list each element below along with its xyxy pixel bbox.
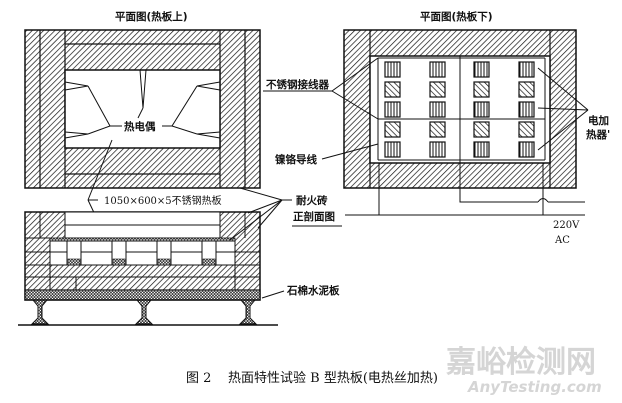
nichrome-wire-label: 镍铬导线 [275,153,317,166]
ceramic-block [473,121,490,138]
heater-coil [384,141,401,158]
plan-view-bottom: 平面图(热板下) 220V AC 不锈钢接线器 镍铬导线 [263,10,610,246]
electric-heater-label-line2: 热器' [586,128,610,141]
ceramic-block [384,121,401,138]
heater-coil [518,101,535,118]
connector-label: 不锈钢接线器 [266,78,329,91]
section-view: 1050×600×5不锈钢热板 [18,187,342,326]
watermark-chinese: 嘉峪检测网 [446,345,596,380]
figure-caption: 热面特性试验 B 型热板(电热丝加热) [228,370,438,386]
heater-coil [429,101,446,118]
thermocouple-wires [64,69,221,139]
thermocouple-label: 热电偶 [124,120,156,133]
power-wiring [345,163,585,216]
heater-coil [429,61,446,78]
heater-coil [473,141,490,158]
ceramic-block [518,81,535,98]
heater-coil [473,101,490,118]
heater-coil [518,61,535,78]
connector-leader-lines [263,57,379,120]
asbestos-board [24,289,261,301]
electric-heater-label-line1: 电加 [588,114,609,127]
ceramic-block [473,81,490,98]
heater-leader-lines [537,67,589,151]
ceramic-block [384,81,401,98]
heater-grid [384,61,535,158]
heater-coil [473,61,490,78]
figure-number: 图 2 [186,371,211,386]
firebrick-leader-lines [229,187,292,241]
ceramic-block [429,121,446,138]
i-beam-supports [30,299,258,325]
plan-bottom-title: 平面图(热板下) [420,10,493,23]
watermark-english: AnyTesting.com [467,378,602,396]
plan-top-title: 平面图(热板上) [115,10,188,23]
heater-coil [518,141,535,158]
ceramic-block [518,121,535,138]
steel-plate-label: 1050×600×5不锈钢热板 [104,194,222,207]
ceramic-block [429,81,446,98]
heater-coil [384,101,401,118]
heater-coil [429,141,446,158]
voltage-label: 220V [553,220,580,231]
heater-coil [384,61,401,78]
section-view-label: 正剖面图 [293,210,335,223]
ac-label: AC [554,235,570,246]
asbestos-board-label: 石棉水泥板 [286,284,340,297]
plan-view-top: 平面图(热板上) 热电偶 [24,10,261,201]
firebrick-label: 耐火砖 [296,194,328,207]
